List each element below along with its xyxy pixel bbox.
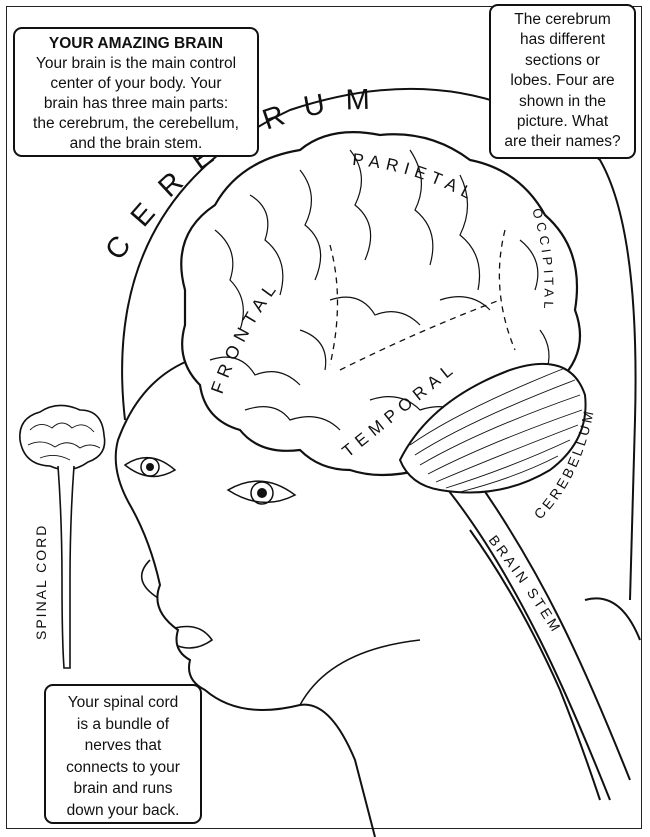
intro-line: brain has three main parts: bbox=[43, 95, 229, 112]
head-outline bbox=[121, 87, 637, 601]
spinal-line: connects to your bbox=[66, 758, 180, 776]
lobe-boundary-central bbox=[329, 244, 339, 366]
intro-line: Your brain is the main control bbox=[35, 55, 237, 72]
lobes-line: are their names? bbox=[504, 133, 621, 151]
spinal-cord-callout: Your spinal cord is a bundle of nerves t… bbox=[44, 684, 202, 824]
spinal-line: down your back. bbox=[66, 801, 180, 819]
neck-back bbox=[469, 529, 601, 801]
lobe-boundary-occipital bbox=[498, 229, 516, 351]
intro-line: center of your body. Your bbox=[50, 75, 222, 92]
shoulder bbox=[584, 597, 641, 641]
jaw-line bbox=[299, 639, 421, 706]
nose bbox=[140, 559, 159, 599]
lobes-line: has different bbox=[519, 31, 606, 49]
intro-line: and the brain stem. bbox=[69, 135, 203, 152]
intro-title: YOUR AMAZING BRAIN bbox=[48, 35, 224, 52]
spinal-line: brain and runs bbox=[73, 780, 173, 798]
small-brain-icon bbox=[19, 404, 106, 471]
lobes-line: shown in the bbox=[518, 92, 607, 110]
cerebellum-shape bbox=[398, 362, 587, 494]
lobes-line: picture. What bbox=[516, 113, 609, 131]
intro-line: the cerebrum, the cerebellum, bbox=[33, 115, 239, 132]
brain-folds bbox=[209, 149, 550, 431]
eye-right-icon bbox=[226, 480, 297, 505]
lobe-boundary-temporal bbox=[339, 299, 501, 371]
lips bbox=[174, 625, 214, 649]
spinal-line: is a bundle of bbox=[76, 715, 170, 733]
spinal-line: Your spinal cord bbox=[67, 694, 179, 711]
spinal-line: nerves that bbox=[84, 737, 162, 755]
intro-callout: YOUR AMAZING BRAIN Your brain is the mai… bbox=[13, 27, 259, 157]
face-profile bbox=[114, 359, 376, 837]
brain-stem-shape bbox=[439, 479, 611, 801]
page-border bbox=[6, 6, 642, 829]
eye-left-icon bbox=[123, 456, 177, 478]
small-spinal-cord bbox=[57, 465, 75, 669]
lobes-question-callout: The cerebrum has different sections or l… bbox=[489, 4, 636, 159]
lobes-line: lobes. Four are bbox=[510, 72, 615, 90]
lobes-line: The cerebrum bbox=[514, 11, 611, 28]
lobes-line: sections or bbox=[525, 51, 600, 69]
label-spinal-cord: SPINAL CORD bbox=[33, 524, 49, 640]
